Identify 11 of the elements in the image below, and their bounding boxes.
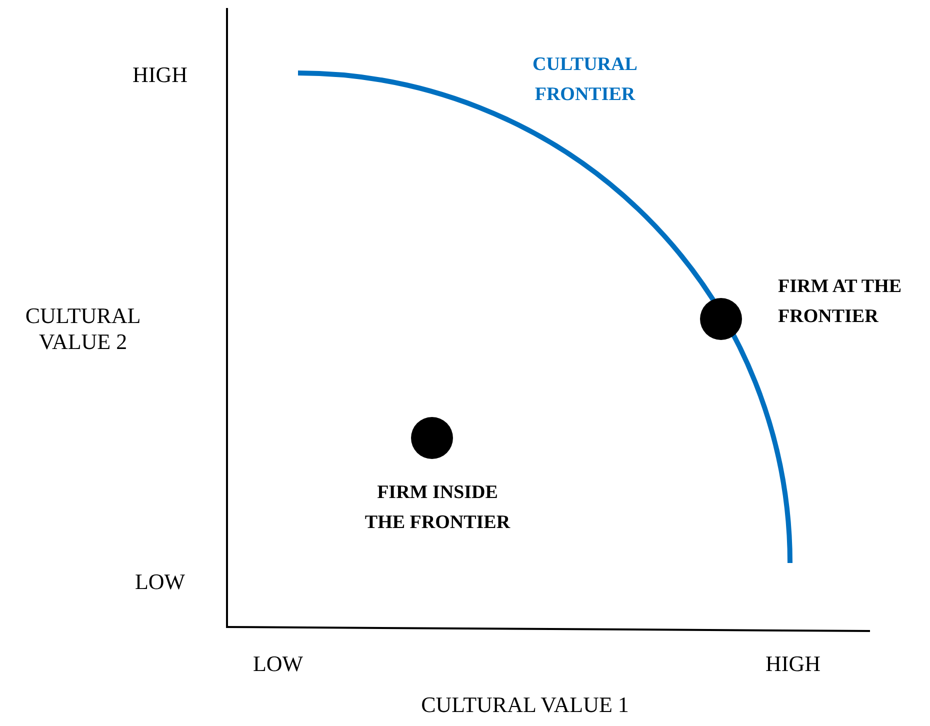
axis-title: CULTURAL VALUE 1 bbox=[420, 692, 630, 718]
axis-tick-label: LOW bbox=[252, 651, 304, 677]
axis-tick-label: HIGH bbox=[132, 62, 188, 88]
point-marker bbox=[700, 298, 742, 340]
axis-title: CULTURAL VALUE 2 bbox=[24, 303, 142, 355]
curve-label: CULTURAL FRONTIER bbox=[532, 53, 638, 107]
axis-tick-label: LOW bbox=[134, 569, 186, 595]
point-label: FIRM INSIDE THE FRONTIER bbox=[364, 481, 512, 535]
axis-tick-label: HIGH bbox=[764, 651, 822, 677]
point-label: FIRM AT THE FRONTIER bbox=[778, 275, 903, 329]
point-marker bbox=[411, 417, 453, 459]
